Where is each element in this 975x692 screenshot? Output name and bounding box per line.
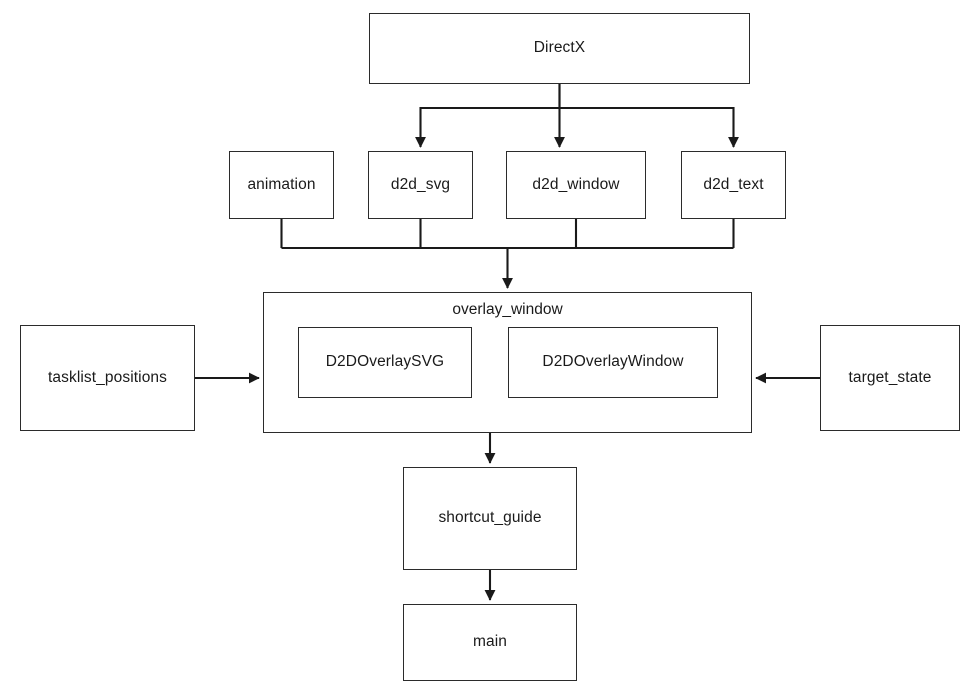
node-shortcut-guide-label: shortcut_guide: [438, 509, 542, 527]
node-d2d-text[interactable]: d2d_text: [681, 151, 786, 219]
node-directx-label: DirectX: [533, 39, 586, 57]
node-tasklist-positions[interactable]: tasklist_positions: [20, 325, 195, 431]
node-d2d-overlay-window[interactable]: D2DOverlayWindow: [508, 327, 718, 398]
node-tasklist-positions-label: tasklist_positions: [48, 368, 167, 386]
node-d2d-text-label: d2d_text: [703, 175, 764, 193]
edge-directx-to-d2dtext: [559, 106, 739, 148]
node-main-label: main: [473, 633, 507, 651]
node-d2d-svg-label: d2d_svg: [390, 175, 451, 193]
node-target-state[interactable]: target_state: [820, 325, 960, 431]
edge-directx-to-d2dsvg: [415, 84, 561, 148]
node-animation[interactable]: animation: [229, 151, 334, 219]
node-d2d-window-label: d2d_window: [532, 175, 620, 193]
node-main[interactable]: main: [403, 604, 577, 681]
node-target-state-label: target_state: [848, 368, 932, 386]
node-animation-label: animation: [247, 175, 316, 193]
node-d2d-overlay-svg-label: D2DOverlaySVG: [325, 353, 445, 371]
node-d2d-overlay-window-label: D2DOverlayWindow: [542, 353, 684, 371]
node-d2d-window[interactable]: d2d_window: [506, 151, 646, 219]
node-d2d-svg[interactable]: d2d_svg: [368, 151, 473, 219]
node-d2d-overlay-svg[interactable]: D2DOverlaySVG: [298, 327, 472, 398]
node-shortcut-guide[interactable]: shortcut_guide: [403, 467, 577, 570]
node-directx[interactable]: DirectX: [369, 13, 750, 84]
node-overlay-window-label: overlay_window: [452, 301, 563, 318]
node-overlay-window-group[interactable]: overlay_window: [263, 292, 752, 433]
